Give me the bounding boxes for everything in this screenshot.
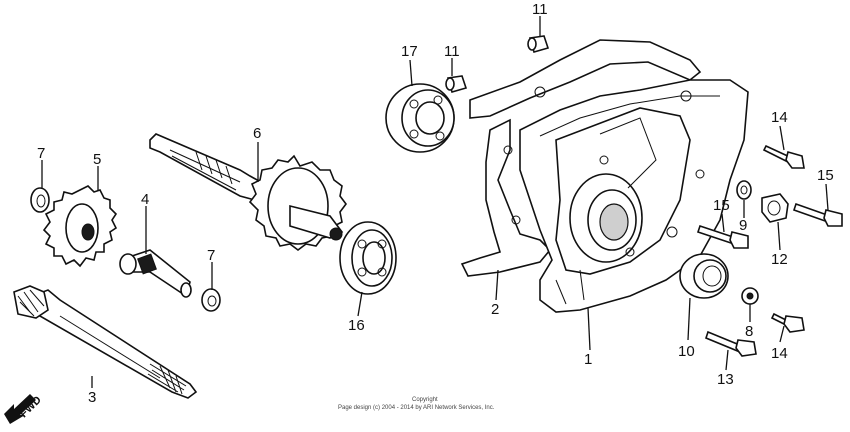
bolt-part-14-upper xyxy=(762,144,805,169)
callout-15-right: 15 xyxy=(817,167,834,184)
callout-7-left: 7 xyxy=(37,145,45,162)
fwd-arrow-icon: FWD xyxy=(4,394,44,424)
leader-lines xyxy=(41,16,829,388)
bolt-part-13 xyxy=(770,312,805,333)
callout-4: 4 xyxy=(141,191,149,208)
oil-seal-part-10 xyxy=(679,253,729,299)
callout-9: 9 xyxy=(739,217,747,234)
callout-labels: 7 5 4 6 7 16 17 11 11 2 1 10 8 9 12 14 1… xyxy=(37,1,834,406)
mainshaft-part-6 xyxy=(149,133,347,251)
fwd-label: FWD xyxy=(18,394,44,420)
gear-part-5 xyxy=(42,185,118,268)
callout-15-left: 15 xyxy=(713,197,730,214)
callout-6: 6 xyxy=(253,125,261,142)
callout-8: 8 xyxy=(745,323,753,340)
callout-2: 2 xyxy=(491,301,499,318)
callout-7-right: 7 xyxy=(207,247,215,264)
callout-11-upper: 11 xyxy=(532,1,548,18)
callout-16: 16 xyxy=(348,317,365,334)
copyright-line-1: Copyright xyxy=(412,397,438,403)
washer-part-8 xyxy=(741,287,759,305)
callout-13: 14 xyxy=(771,345,788,362)
countershaft-part-3 xyxy=(13,285,198,399)
callout-1: 1 xyxy=(584,351,592,368)
washer-part-9 xyxy=(736,180,752,200)
dowel-pin-part-11-upper xyxy=(527,35,550,53)
bolt-part-15-right xyxy=(792,202,843,227)
callout-14-lower: 13 xyxy=(717,371,734,388)
copyright-notice: Copyright Page design (c) 2004 - 2014 by… xyxy=(338,397,495,411)
washer-part-7-right xyxy=(201,288,221,312)
washer-part-7-left xyxy=(30,187,50,213)
copyright-line-2: Page design (c) 2004 - 2014 by ARI Netwo… xyxy=(338,405,495,411)
callout-17: 17 xyxy=(401,43,418,60)
bolt-part-14-lower xyxy=(705,330,757,357)
dowel-pin-part-11-lower xyxy=(445,75,468,93)
callout-3: 3 xyxy=(88,389,96,406)
bearing-part-16 xyxy=(339,221,397,295)
pinion-part-4 xyxy=(119,249,192,298)
case-cover-part-1 xyxy=(519,79,749,313)
callout-5: 5 xyxy=(93,151,101,168)
plug-part-12 xyxy=(761,193,789,223)
bearing-part-17 xyxy=(385,83,455,153)
bolt-part-15-left xyxy=(696,224,749,249)
callout-14-upper: 14 xyxy=(771,109,788,126)
callout-12: 12 xyxy=(771,251,788,268)
callout-10: 10 xyxy=(678,343,695,360)
callout-11-lower: 11 xyxy=(444,43,460,60)
